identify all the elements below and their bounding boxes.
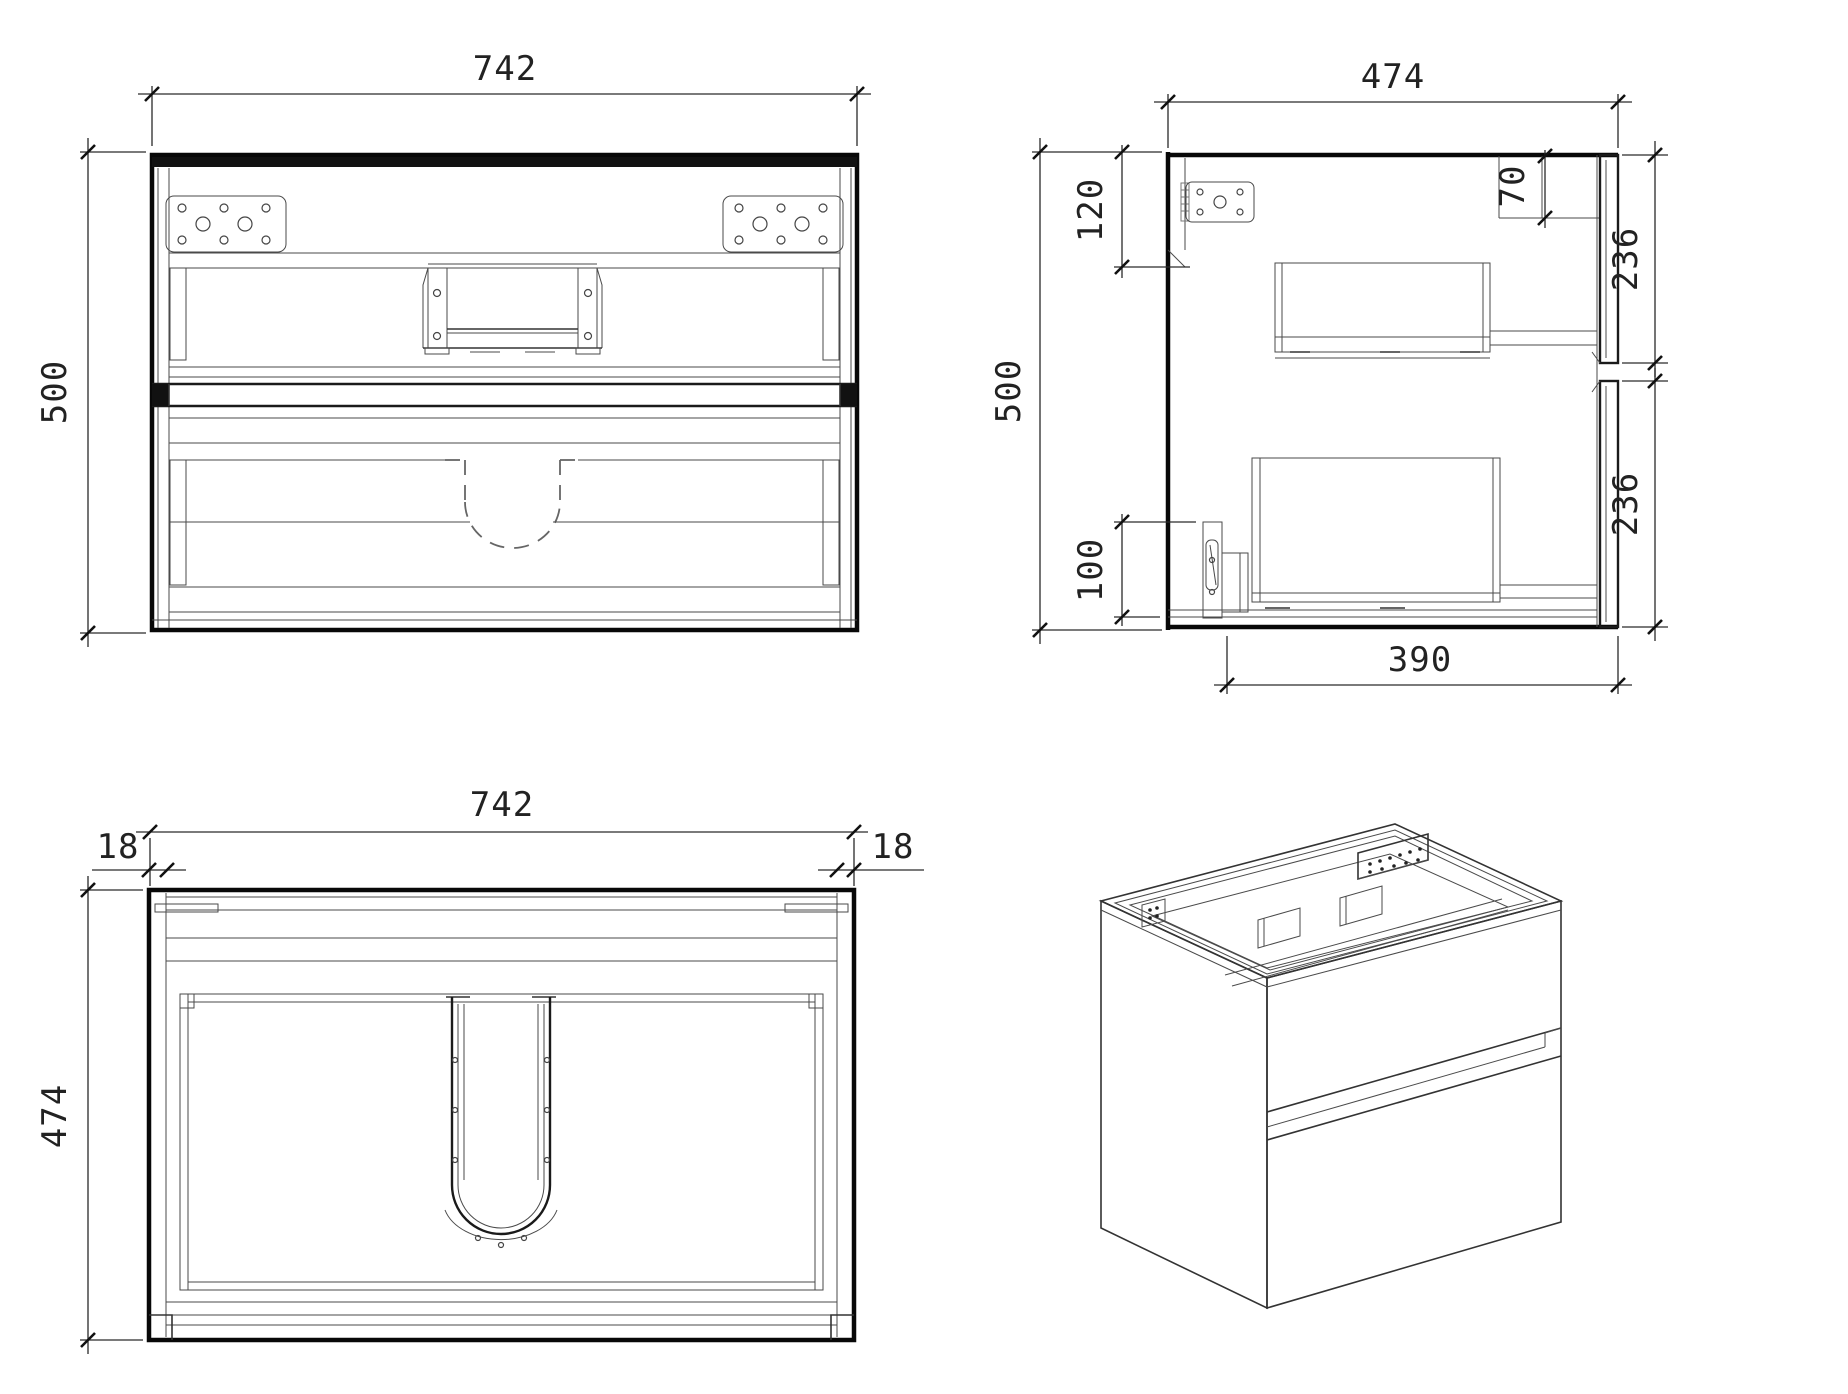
dim-top-depth-value: 474 [35,1084,75,1148]
corner-bracket-right-top [784,903,849,913]
dim-front-width-value: 742 [473,49,537,89]
dim-side-height: 500 [989,138,1162,644]
top-view-outline [146,887,857,1343]
isometric-view [1098,823,1564,1310]
dim-top-depth: 474 [35,876,143,1354]
corner-step-left [149,1314,173,1340]
iso-left-bracket [1141,898,1166,928]
front-view: 742 500 [35,49,871,647]
dim-panel-left-value: 18 [97,827,140,867]
siphon-cutout-dashed [445,459,578,549]
lower-drawer-box-section [1251,457,1597,609]
wall-mount-plate-left [165,195,287,253]
iso-drawer-groove [1266,1027,1562,1141]
siphon-bracket [422,263,603,355]
iso-divider-left [1257,907,1301,949]
dim-panel-right: 18 [818,827,924,878]
dim-lower-front: 236 [1606,368,1668,641]
dim-hanger-offset: 120 [1071,144,1190,278]
dim-hanger-offset-value: 120 [1071,178,1111,242]
siphon-clamp [444,1209,558,1241]
drawer-gap-divider [152,382,857,408]
dim-front-height: 500 [35,138,146,647]
siphon-cutout-plan [444,996,558,1249]
dim-panel-right-value: 18 [872,827,915,867]
drawer-fronts-section [1591,153,1620,629]
dim-bottom-offset: 100 [1071,514,1196,626]
dim-side-depth-value: 474 [1361,57,1425,97]
dim-top-width: 742 [136,785,868,886]
dim-side-height-value: 500 [989,359,1029,423]
dim-front-height-value: 500 [35,360,75,424]
dim-drawer-depth: 390 [1214,636,1632,694]
drawer-box-plan [179,993,824,1291]
drawer-slide-detail [1202,521,1249,619]
back-hanging-panel [1167,158,1190,268]
dim-top-rail-value: 70 [1493,165,1533,208]
corner-bracket-left-top [154,903,219,913]
dim-panel-left: 18 [92,827,186,878]
upper-drawer-box-section [1274,262,1597,359]
front-top-band [152,157,857,167]
corner-step-right [830,1314,854,1340]
upper-drawer-side-left [169,267,187,361]
top-view: 742 18 18 474 [35,785,924,1354]
dim-drawer-depth-value: 390 [1388,640,1452,680]
dim-top-rail: 70 [1493,148,1553,228]
side-view: 474 500 120 100 [989,57,1668,694]
dim-bottom-offset-value: 100 [1071,538,1111,602]
upper-drawer-side-right [822,267,840,361]
dim-top-width-value: 742 [470,785,534,825]
dim-upper-front-value: 236 [1606,227,1646,291]
dim-upper-front: 236 [1606,141,1668,377]
iso-left-face [1100,899,1268,1310]
dim-lower-front-value: 236 [1606,472,1646,536]
wall-bracket-side [1185,181,1255,223]
top-front-rail-section [1498,156,1600,219]
wall-mount-plate-right [722,195,844,253]
iso-divider-right [1339,885,1383,927]
front-carcass-outline [149,152,860,633]
dim-front-width: 742 [138,49,871,146]
dim-side-depth: 474 [1154,57,1632,148]
iso-mount-plate [1357,832,1429,881]
